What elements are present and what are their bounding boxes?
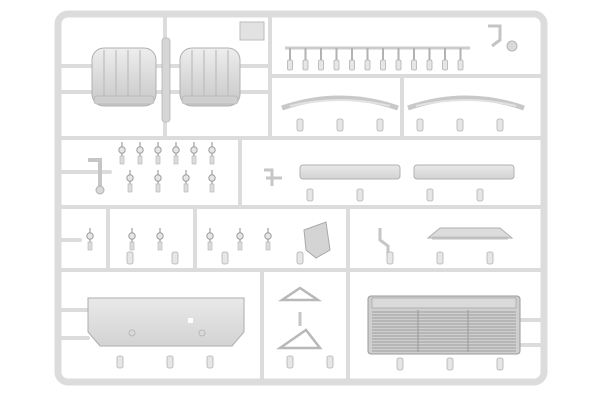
arch-part-left xyxy=(281,95,399,111)
hook-part-center xyxy=(378,228,390,256)
lever-part-center xyxy=(264,168,282,186)
peg-rod-top xyxy=(285,46,470,71)
attachment-pegs xyxy=(116,118,504,371)
triangle-frame-parts xyxy=(275,286,323,350)
long-bar-right xyxy=(413,164,515,180)
bracket-part xyxy=(426,227,514,240)
long-bar-left xyxy=(299,164,401,180)
sprue-runners xyxy=(60,16,542,380)
fuel-tank-left xyxy=(91,47,157,107)
small-parts-grid xyxy=(86,142,272,251)
fuel-tank-right xyxy=(179,47,241,107)
side-pipe-left xyxy=(88,158,105,195)
radiator-grille xyxy=(367,295,521,355)
frame-tab-top xyxy=(239,21,265,41)
tank-center-post xyxy=(161,37,171,123)
armor-plate-left xyxy=(87,297,245,347)
angled-plate xyxy=(303,221,331,259)
small-hook-part xyxy=(488,24,518,52)
sprue-frame xyxy=(54,10,548,386)
arch-part-right xyxy=(407,95,525,111)
